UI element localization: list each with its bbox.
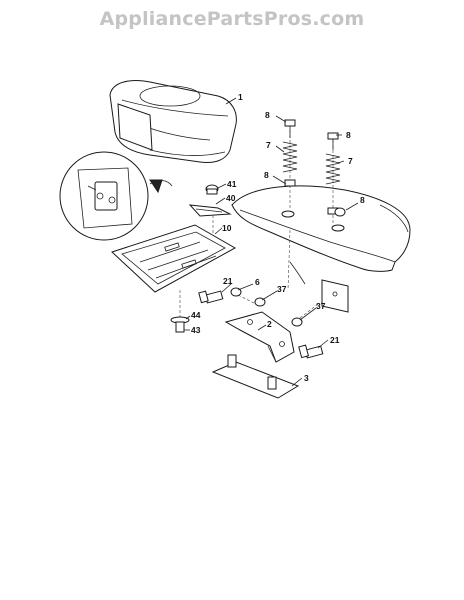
callout-1: 1 [238, 92, 243, 102]
seat-pan [111, 224, 237, 293]
callout-8: 8 [264, 170, 269, 180]
callout-8: 8 [265, 110, 270, 120]
hinge-bracket [224, 311, 295, 363]
callout-43: 43 [191, 325, 201, 335]
seat-bracket [188, 184, 232, 217]
callout-8: 8 [346, 130, 351, 140]
spring-left [282, 119, 298, 187]
callout-44: 44 [191, 310, 201, 320]
callout-3: 3 [304, 373, 309, 383]
bolt-21-lower [298, 344, 324, 359]
callout-7: 7 [266, 140, 271, 150]
seat [109, 80, 237, 163]
leader-lines [184, 97, 359, 387]
rear-mount [289, 261, 349, 313]
callout-21: 21 [330, 335, 340, 345]
callout-2: 2 [267, 319, 272, 329]
spring-right [325, 132, 341, 215]
hardware [170, 207, 346, 359]
base-bracket [211, 354, 300, 399]
detail-inset [59, 151, 173, 241]
callout-37: 37 [277, 284, 287, 294]
callout-41: 41 [227, 179, 237, 189]
callout-6: 6 [255, 277, 260, 287]
callout-8: 8 [360, 195, 365, 205]
bolt-21-upper [198, 290, 224, 304]
callout-40: 40 [226, 193, 236, 203]
watermark: AppliancePartsPros.com [99, 8, 365, 30]
callout-37: 37 [316, 301, 326, 311]
fender [231, 185, 411, 272]
callout-21: 21 [223, 276, 233, 286]
callout-7: 7 [348, 156, 353, 166]
callout-10: 10 [222, 223, 232, 233]
